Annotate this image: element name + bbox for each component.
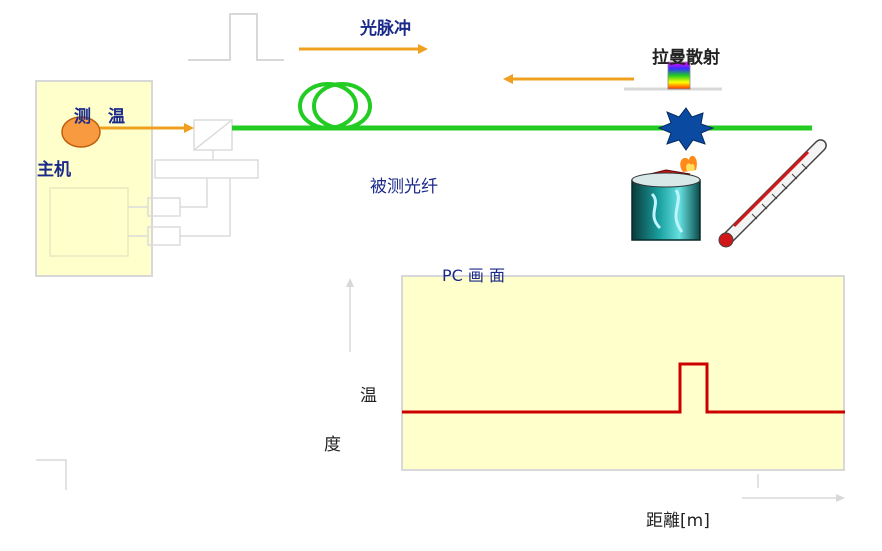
raman-scattering-label: 拉曼散射 bbox=[652, 48, 720, 68]
internal-wiring bbox=[128, 119, 259, 246]
host-label: 主机 bbox=[37, 160, 71, 180]
pulse-arrow bbox=[299, 44, 428, 54]
light-pulse-label: 光脉冲 bbox=[360, 19, 411, 39]
temperature-label-2: 度 bbox=[324, 435, 341, 455]
sensing-fiber-label: 被测光纤 bbox=[370, 177, 438, 197]
measure-temperature-label: 测 温 bbox=[74, 107, 125, 127]
host-inner-panel bbox=[49, 187, 129, 257]
distance-axis-label: 距離[m] bbox=[646, 511, 710, 531]
raman-spectrum-icon bbox=[667, 61, 691, 90]
host-unit-box bbox=[35, 80, 153, 277]
thermometer-icon bbox=[718, 139, 827, 248]
temperature-label-1: 温 bbox=[360, 386, 377, 406]
corner-bracket bbox=[36, 459, 67, 490]
detector-circle bbox=[61, 116, 101, 148]
temperature-trace bbox=[402, 362, 845, 414]
pulse-waveform bbox=[188, 13, 284, 61]
raman-return-arrow bbox=[503, 74, 634, 84]
host-output-arrow bbox=[100, 123, 194, 133]
heat-source-icon bbox=[631, 155, 701, 241]
pc-screen-panel bbox=[401, 275, 845, 471]
x-axis-arrow bbox=[742, 474, 845, 502]
pc-screen-label: PC 画 面 bbox=[442, 266, 505, 285]
hot-spot-star bbox=[657, 107, 715, 151]
fiber-coil bbox=[298, 82, 372, 130]
y-axis-arrow bbox=[346, 278, 354, 352]
